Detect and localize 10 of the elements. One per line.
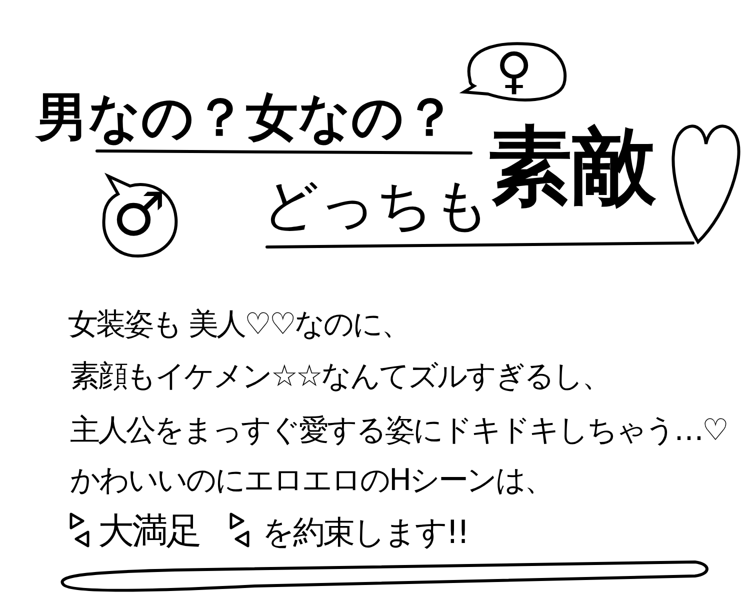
body-text: 大満足 bbox=[98, 514, 200, 550]
body-text: 女装姿も 美人♡♡なのに、 bbox=[68, 310, 410, 340]
title: 男なの？女なの？ bbox=[36, 92, 456, 144]
subtitle: 素敵 bbox=[488, 124, 656, 208]
body-text: を約束します!! bbox=[262, 516, 468, 548]
body-text: 主人公をまっすぐ愛する姿にドキドキしちゃう…♡ bbox=[70, 416, 727, 446]
body-text: かわいいのにエロエロのHシーンは、 bbox=[70, 466, 553, 496]
speech-bubble: ♂ bbox=[100, 172, 178, 258]
subtitle: どっちも bbox=[262, 178, 490, 234]
body-text: 素顔もイケメン☆☆なんてズルすぎるし、 bbox=[70, 362, 610, 392]
